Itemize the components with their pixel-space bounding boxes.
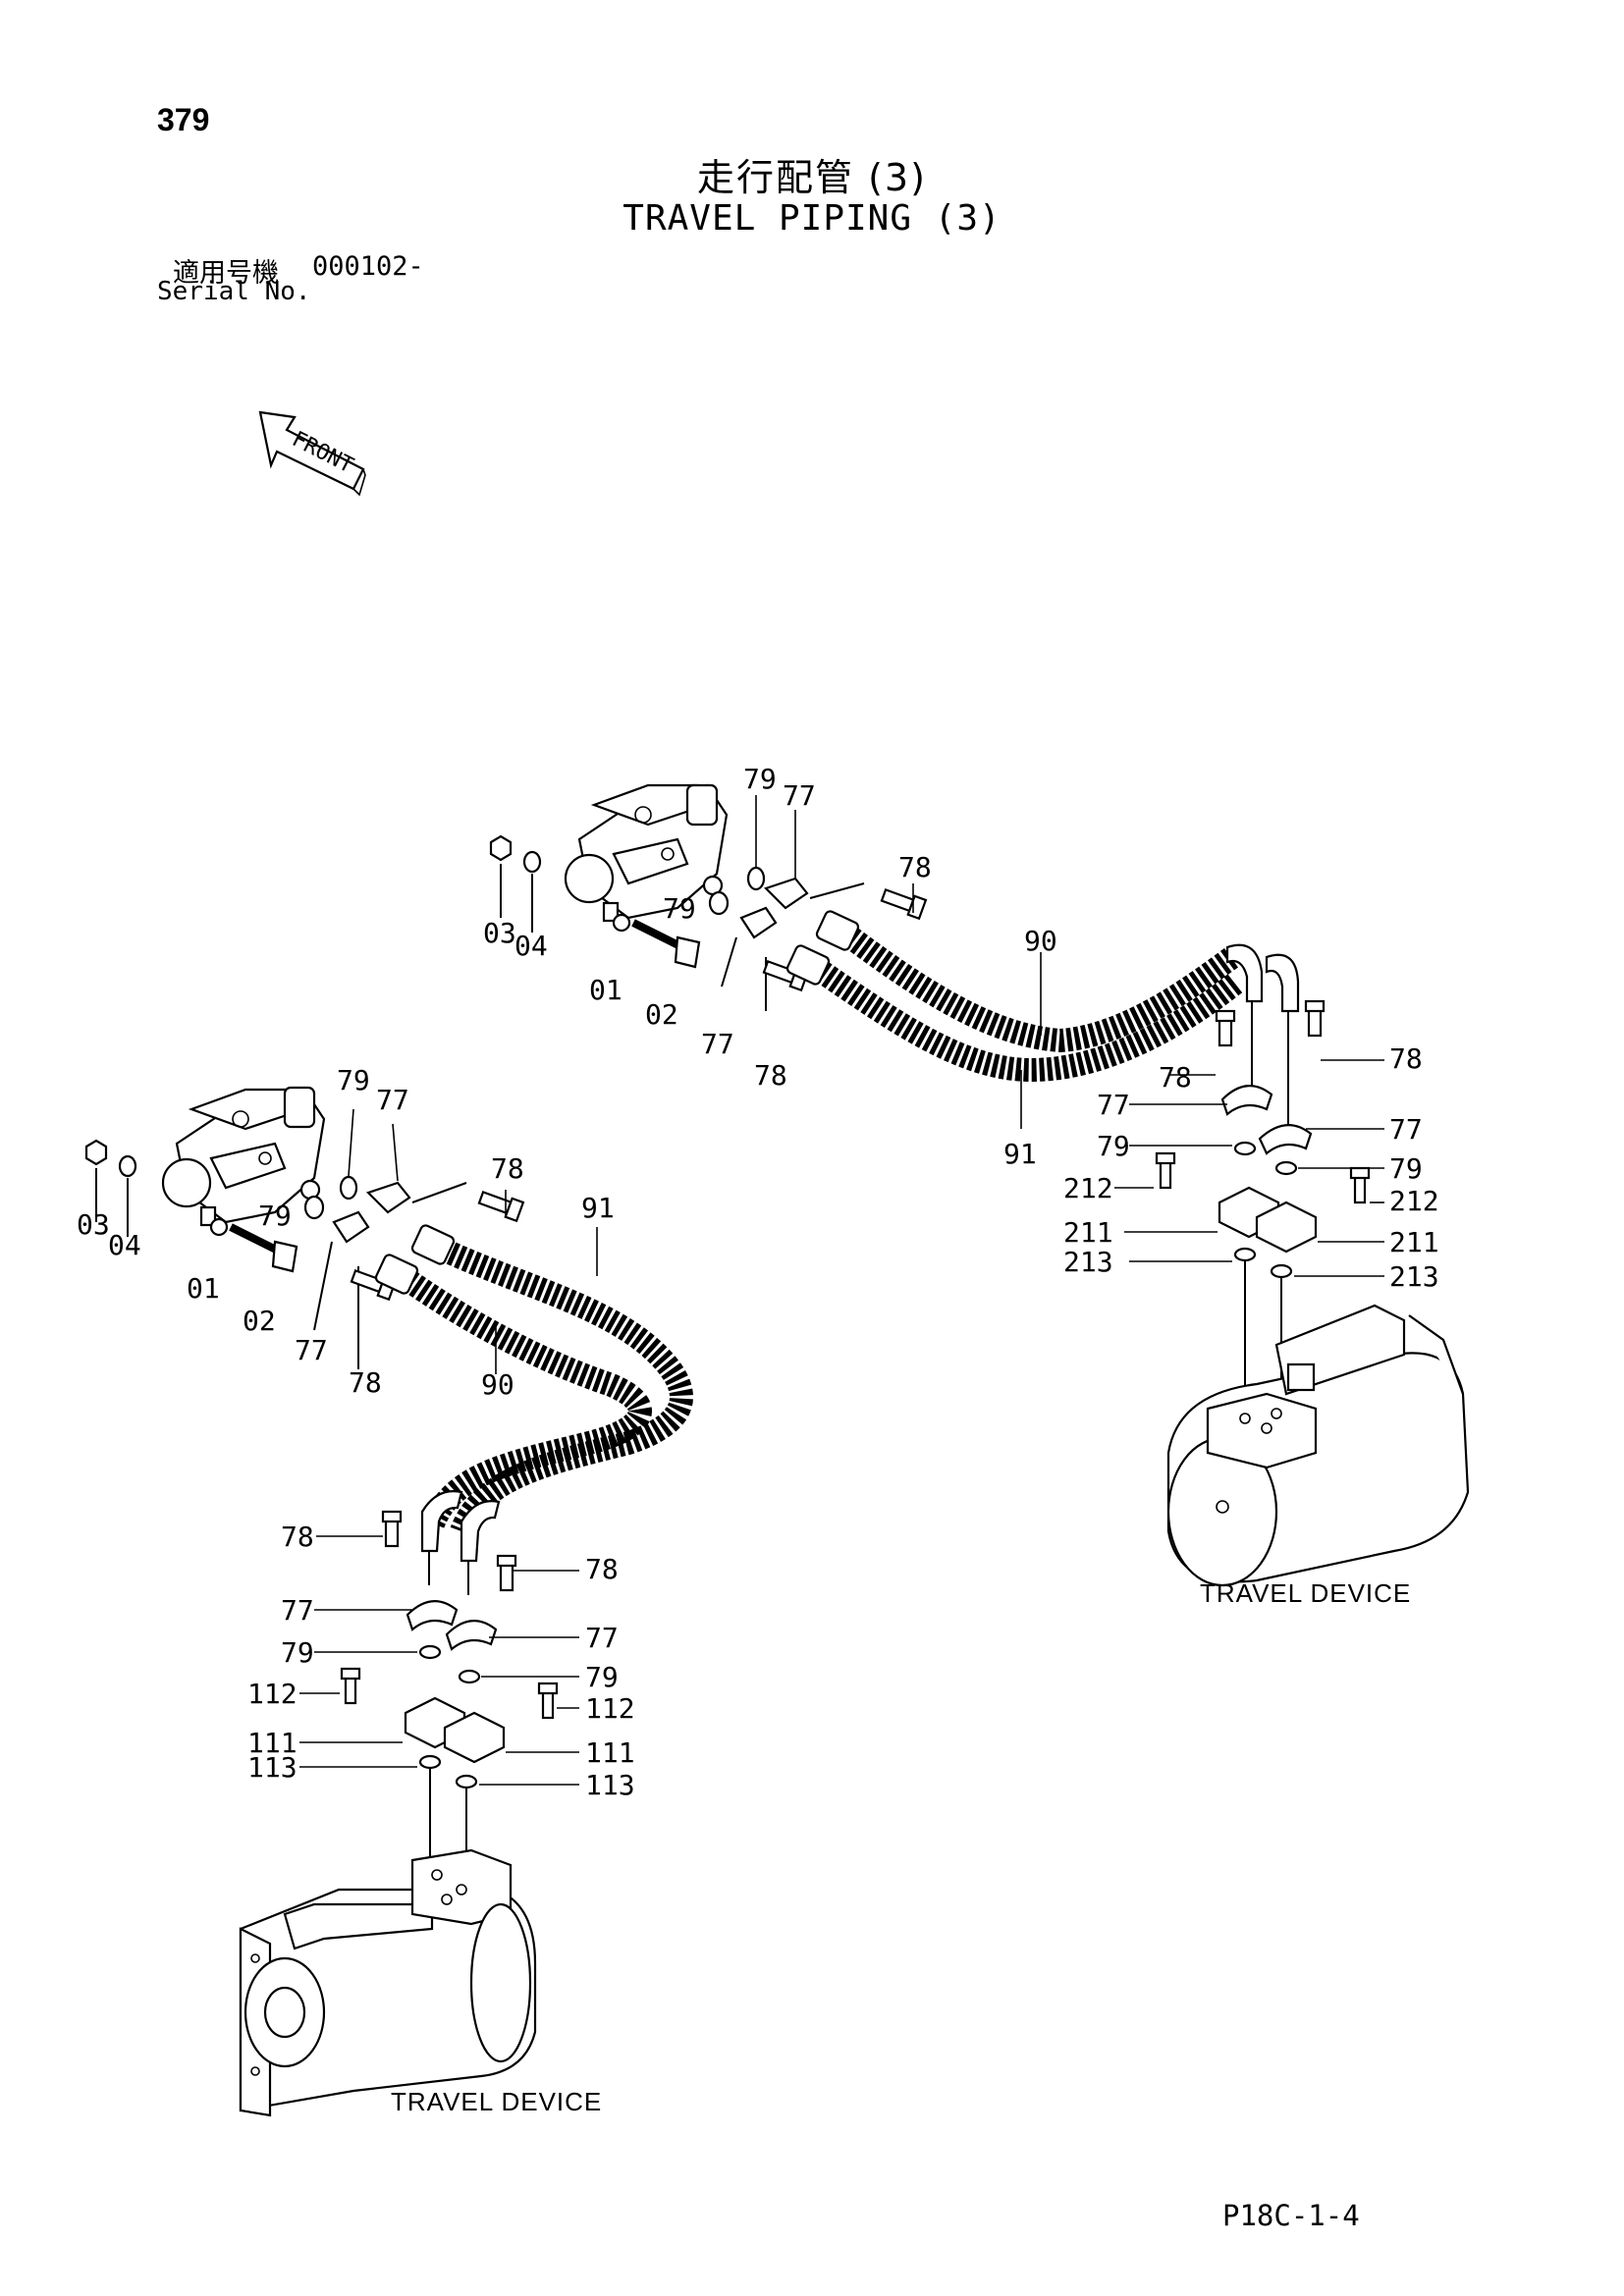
right-upper-flange-set xyxy=(708,866,928,1011)
callout-03: 03 xyxy=(77,1208,110,1241)
callouts-left: 79 77 78 91 03 04 79 01 02 77 78 90 78 7… xyxy=(77,1064,635,1801)
title-english: TRAVEL PIPING (3) xyxy=(623,198,1001,239)
callout-77: 77 xyxy=(376,1084,409,1116)
left-hose-91 xyxy=(410,1224,693,1536)
right-hose-91 xyxy=(785,944,1245,1083)
callout-77: 77 xyxy=(1097,1089,1130,1121)
callout-79: 79 xyxy=(281,1636,314,1669)
callout-78: 78 xyxy=(491,1152,524,1185)
callout-77: 77 xyxy=(783,779,816,812)
callout-213: 213 xyxy=(1389,1260,1439,1293)
callout-77: 77 xyxy=(295,1334,328,1366)
callout-212: 212 xyxy=(1389,1185,1439,1217)
callout-90: 90 xyxy=(1024,925,1057,957)
left-hose-90 xyxy=(374,1254,652,1531)
callout-213: 213 xyxy=(1063,1246,1113,1278)
right-valve-assembly xyxy=(564,783,729,923)
callout-79: 79 xyxy=(258,1200,292,1232)
callout-79: 79 xyxy=(743,763,777,795)
callout-01: 01 xyxy=(589,974,623,1006)
serial-label-english: Serial No. xyxy=(157,277,311,306)
leader-lines xyxy=(299,795,1384,1786)
left-valve-assembly xyxy=(161,1086,326,1227)
callout-78: 78 xyxy=(754,1059,787,1092)
serial-label-japanese: 適用号機 xyxy=(173,258,279,289)
callouts-right: 79 77 78 03 04 79 01 02 77 78 90 91 78 7… xyxy=(483,763,1439,1293)
page-number: 379 xyxy=(157,102,210,137)
left-lower-flange-set xyxy=(340,1510,559,1870)
callout-112: 112 xyxy=(247,1678,298,1710)
callout-77: 77 xyxy=(701,1028,734,1060)
left-nut-and-washer xyxy=(84,1139,137,1237)
callout-113: 113 xyxy=(247,1751,298,1784)
callout-02: 02 xyxy=(645,998,678,1031)
callout-78: 78 xyxy=(898,851,932,883)
callout-111: 111 xyxy=(585,1736,635,1769)
callout-78: 78 xyxy=(281,1521,314,1553)
right-hose-elbows xyxy=(1225,943,1300,1124)
callout-78: 78 xyxy=(1159,1061,1192,1094)
callout-79: 79 xyxy=(337,1064,370,1096)
callout-111: 111 xyxy=(247,1727,298,1759)
front-arrow-icon: FRONT xyxy=(258,410,366,497)
callout-211: 211 xyxy=(1389,1226,1439,1258)
right-nut-and-washer xyxy=(489,834,542,933)
callout-91: 91 xyxy=(581,1192,615,1224)
callout-112: 112 xyxy=(585,1692,635,1725)
right-bolt xyxy=(612,913,701,969)
callout-03: 03 xyxy=(483,917,516,949)
callout-79: 79 xyxy=(663,892,696,925)
callout-78: 78 xyxy=(585,1553,619,1585)
callout-90: 90 xyxy=(481,1368,514,1401)
callout-79: 79 xyxy=(1097,1130,1130,1162)
callout-77: 77 xyxy=(585,1622,619,1654)
callout-04: 04 xyxy=(108,1229,141,1261)
callout-77: 77 xyxy=(281,1594,314,1627)
callout-212: 212 xyxy=(1063,1172,1113,1204)
right-lower-flange-set xyxy=(1155,999,1371,1394)
callout-113: 113 xyxy=(585,1769,635,1801)
callout-02: 02 xyxy=(243,1305,276,1337)
left-bolt xyxy=(209,1217,298,1273)
callout-78: 78 xyxy=(1389,1042,1423,1075)
callout-211: 211 xyxy=(1063,1216,1113,1249)
callout-79: 79 xyxy=(1389,1152,1423,1185)
callout-04: 04 xyxy=(514,930,548,962)
callout-01: 01 xyxy=(187,1272,220,1305)
callout-77: 77 xyxy=(1389,1113,1423,1146)
callout-79: 79 xyxy=(585,1661,619,1693)
left-hose-elbows xyxy=(420,1490,501,1595)
callout-78: 78 xyxy=(349,1366,382,1399)
figure-code: P18C-1-4 xyxy=(1222,2199,1360,2232)
title-japanese: 走行配管 (3) xyxy=(697,156,927,199)
right-travel-device-label: TRAVEL DEVICE xyxy=(1200,1578,1411,1608)
right-travel-device xyxy=(1166,1304,1470,1587)
left-travel-device-label: TRAVEL DEVICE xyxy=(391,2087,602,2116)
serial-number-value: 000102- xyxy=(312,251,424,282)
left-upper-flange-set xyxy=(303,1175,525,1369)
callout-91: 91 xyxy=(1003,1138,1037,1170)
right-hose-90 xyxy=(815,910,1239,1053)
left-travel-device xyxy=(239,1848,537,2117)
